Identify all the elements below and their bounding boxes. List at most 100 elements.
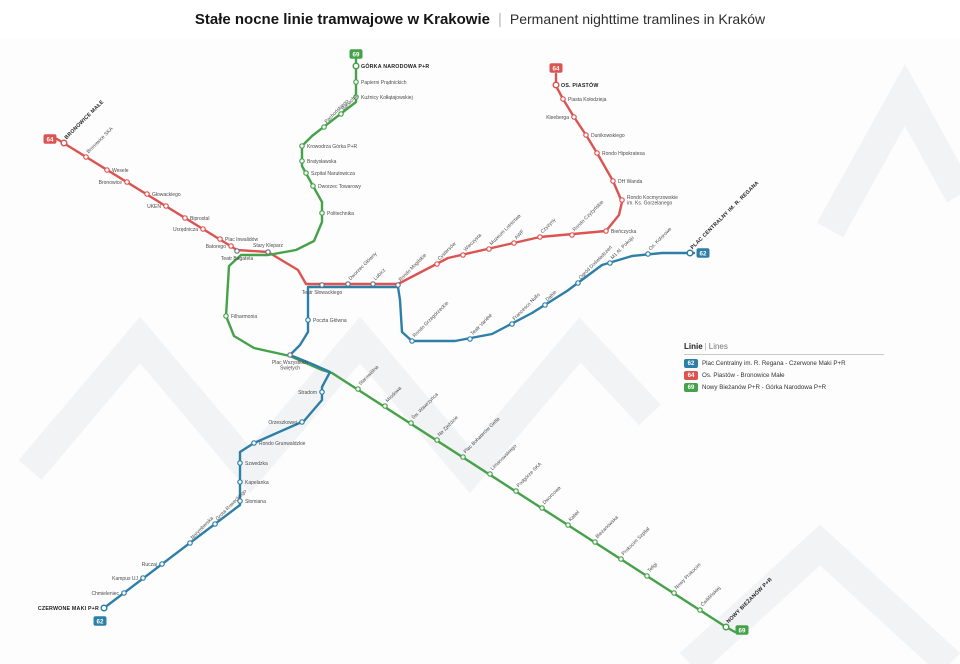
stop-dot <box>251 440 257 446</box>
stop-dot <box>60 139 68 147</box>
stop-dot <box>542 302 548 308</box>
stop-label: Plac Inwalidów <box>225 237 258 243</box>
stop-dot <box>104 167 110 173</box>
stop-dot <box>310 183 316 189</box>
legend-route-62: Plac Centralny im. R. Regana - Czerwone … <box>702 360 846 367</box>
stop-dot <box>569 232 575 238</box>
line-badge-62 <box>93 616 107 626</box>
stop-label: CZERWONE MAKI P+R <box>38 606 99 612</box>
stop-label: Stradom <box>298 390 317 396</box>
stop-label: GÓRKA NARODOWA P+R <box>361 62 429 70</box>
stop-label: Pachońskiego <box>324 98 351 125</box>
stop-dot <box>83 154 89 160</box>
stop-dot <box>100 604 108 612</box>
stop-dot <box>408 420 414 426</box>
stop-dot <box>237 460 243 466</box>
stop-label: Stary Kleparz <box>253 243 284 249</box>
stop-dot <box>200 226 206 232</box>
stop-dot <box>159 561 165 567</box>
stop-dot <box>228 243 234 249</box>
stop-label: Ćwiklińskiej <box>699 585 722 608</box>
stop-label: Dunikowskiego <box>591 133 625 139</box>
stop-label: Bronowice <box>99 180 123 186</box>
title-polish: Stałe nocne linie tramwajowe w Krakowie <box>194 10 490 28</box>
stop-dot <box>619 197 625 203</box>
stop-label: Rondo Grunwaldzkie <box>259 441 306 447</box>
line-badge-69 <box>349 49 363 59</box>
stop-dot <box>144 191 150 197</box>
legend-badge-69: 69 <box>684 383 698 392</box>
tram-line-62 <box>102 251 696 610</box>
stop-label: Lubicz <box>373 267 388 282</box>
stop-dot <box>237 479 243 485</box>
stop-label: Kleeberga <box>546 115 569 121</box>
stop-label: Dworzec Towarowy <box>318 184 361 190</box>
stop-dot <box>223 313 229 319</box>
stop-label: Piasta Kołodzieja <box>568 97 607 103</box>
stop-label: Rondo Czyżyńskie <box>572 199 606 233</box>
stop-dot <box>395 282 401 288</box>
stop-label: Czyżyny <box>540 217 558 235</box>
stop-dot <box>345 281 351 287</box>
stop-label: Kabel <box>568 510 581 523</box>
stop-label: Batorego <box>206 244 227 250</box>
stop-label: Rondo Mogilskie <box>398 252 429 283</box>
stop-label: Poczta Główna <box>313 318 347 324</box>
stop-dot <box>338 111 344 117</box>
title-separator: | <box>497 10 502 28</box>
stop-dot <box>187 540 193 546</box>
stop-label: Politechnika <box>327 211 354 217</box>
line-badge-64 <box>43 134 57 144</box>
stop-dot <box>321 124 327 130</box>
stop-dot <box>560 96 566 102</box>
stop-dot <box>319 282 325 288</box>
stop-dot <box>511 240 517 246</box>
stop-label: Teatr Słowackiego <box>302 290 343 296</box>
stop-dot <box>352 62 360 70</box>
line-badge-label: 69 <box>353 51 360 58</box>
legend-title: Linie|Lines <box>684 342 884 355</box>
stop-dot <box>460 252 466 258</box>
tram-line-69 <box>224 57 737 634</box>
stop-dot <box>163 203 169 209</box>
stop-label: Papierni Prądnickich <box>361 80 407 86</box>
stop-label: BRONOWICE MAŁE <box>64 99 106 141</box>
stop-dot <box>319 210 325 216</box>
stop-label: Kapelanka <box>245 480 269 486</box>
line-badge-label: 62 <box>700 250 707 257</box>
stop-label: Bieńczycka <box>611 229 637 235</box>
stop-dot <box>671 590 677 596</box>
stop-dot <box>287 352 293 358</box>
line-badge-label: 64 <box>553 65 560 72</box>
stop-label: Rondo Hipokratesa <box>602 151 645 157</box>
stop-label: Os. Kolorowe <box>648 226 674 252</box>
stop-dot <box>370 281 376 287</box>
stop-dot <box>234 248 240 254</box>
stop-dot <box>299 158 305 164</box>
stop-label: Teligi <box>647 562 659 574</box>
stop-label: Szwedzka <box>245 461 268 467</box>
stop-dot <box>460 454 466 460</box>
stop-label: Prokocim Szpital <box>621 526 652 557</box>
stop-dot <box>509 321 515 327</box>
stop-dot <box>124 179 130 185</box>
stop-label: Orzeszkowej <box>268 420 297 426</box>
stop-dot <box>610 178 616 184</box>
stop-label: Ruczaj <box>142 562 157 568</box>
stop-dot <box>305 317 311 323</box>
stop-dot <box>487 471 493 477</box>
stop-dot <box>565 522 571 528</box>
legend-badge-62: 62 <box>684 359 698 368</box>
stop-dot <box>237 498 243 504</box>
line-badge-label: 62 <box>97 618 104 625</box>
stop-dot <box>686 249 694 257</box>
tram-line-64 <box>55 72 624 286</box>
stop-dot <box>486 246 492 252</box>
stop-dot <box>217 236 223 242</box>
legend-title-separator: | <box>704 342 707 351</box>
stop-label: Bratysławska <box>307 159 337 165</box>
stop-label: Teatr Bagatela <box>221 256 253 262</box>
stop-dot <box>382 403 388 409</box>
